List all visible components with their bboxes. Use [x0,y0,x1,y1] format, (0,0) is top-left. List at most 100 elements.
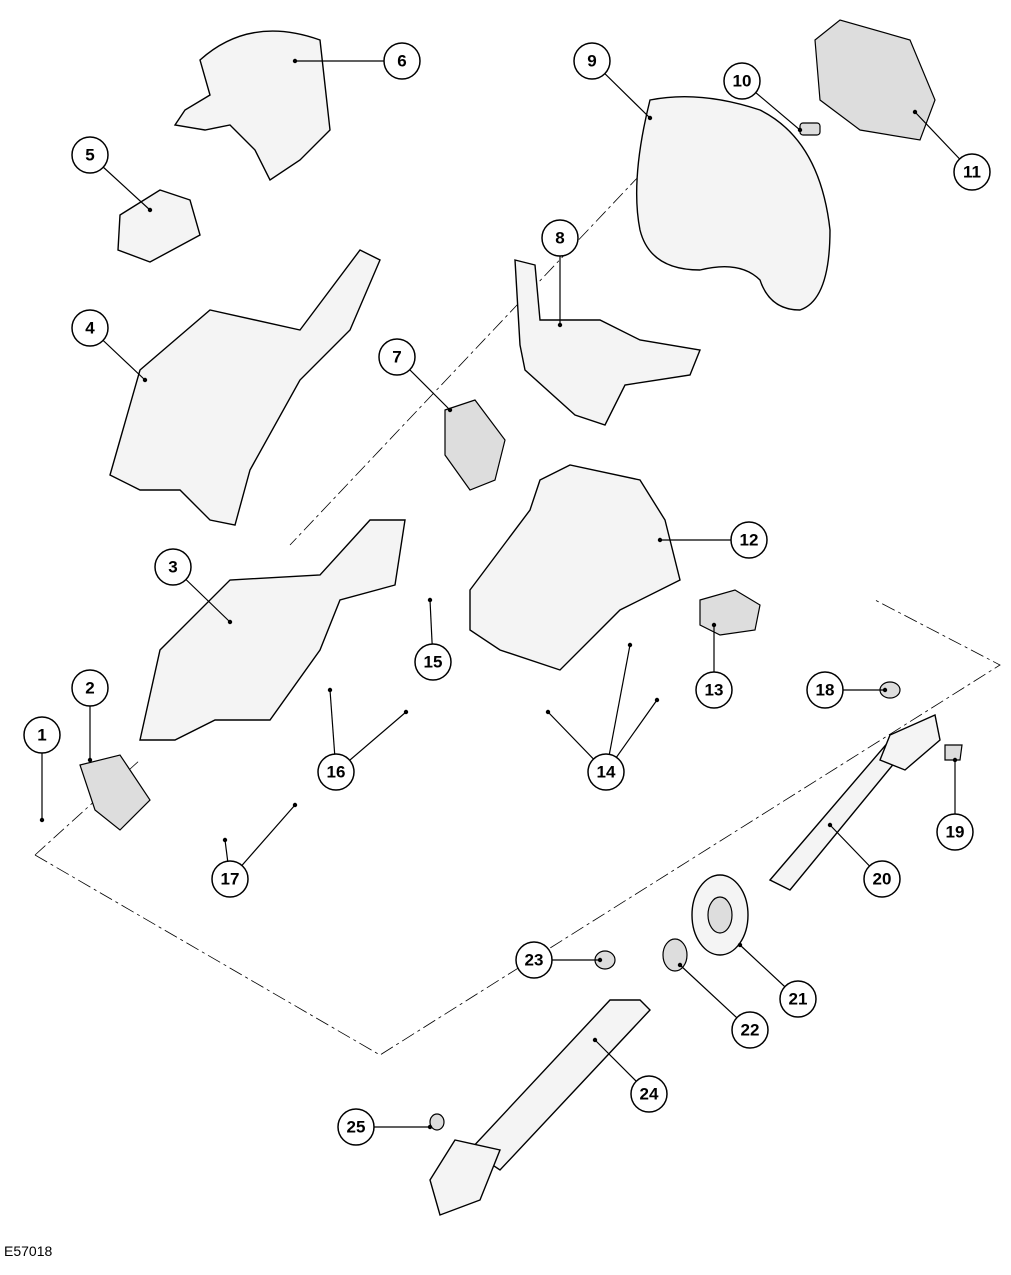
callout-22: 22 [731,1011,769,1049]
leader-dot [592,1037,598,1043]
leader-dot [597,957,603,963]
callout-9: 9 [573,42,611,80]
leader-dot [677,962,683,968]
part-ignition-switch [444,399,506,491]
callout-label: 13 [705,681,724,700]
part-shaft-upper-joint [879,714,941,771]
callout-17: 17 [211,860,249,898]
part-sensor-2 [79,754,151,831]
part-shroud-upper [173,30,331,182]
callout-13: 13 [695,671,733,709]
callout-1: 1 [23,716,61,754]
callout-label: 7 [392,348,401,367]
callout-24: 24 [630,1075,668,1113]
callout-label: 14 [597,763,616,782]
part-bolt-25 [429,1113,445,1131]
callout-6: 6 [383,42,421,80]
callout-7: 7 [378,338,416,376]
part-steering-wheel [635,95,831,311]
callout-label: 24 [640,1085,659,1104]
callout-label: 8 [555,229,564,248]
part-shaft-lower [468,999,651,1171]
leader-dot [711,622,717,628]
leader-dot [882,687,888,693]
leader-dot [403,709,409,715]
callout-4: 4 [71,309,109,347]
callout-label: 4 [85,319,95,338]
leader-dot [292,802,298,808]
leader-dot [222,837,228,843]
callout-21: 21 [779,980,817,1018]
callout-25: 25 [337,1108,375,1146]
callout-3: 3 [154,548,192,586]
callout-label: 25 [347,1118,366,1137]
callout-16: 16 [317,753,355,791]
callout-19: 19 [936,813,974,851]
callout-label: 3 [168,558,177,577]
callout-20: 20 [863,860,901,898]
part-shroud-small [117,189,201,263]
callout-label: 17 [221,870,240,889]
callout-8: 8 [541,219,579,257]
callout-5: 5 [71,136,109,174]
part-switch-13 [699,589,761,636]
leader-dot [292,58,298,64]
part-column-lower [139,519,406,741]
callout-label: 9 [587,52,596,71]
callout-label: 18 [816,681,835,700]
callout-label: 19 [946,823,965,842]
leader-dot [952,757,958,763]
callout-11: 11 [953,153,991,191]
callout-label: 5 [85,146,94,165]
leader-dot [87,757,93,763]
parts [79,19,963,1216]
callout-2: 2 [71,669,109,707]
leader-dot [447,407,453,413]
callout-15: 15 [414,643,452,681]
leader-dot [912,109,918,115]
callout-label: 2 [85,679,94,698]
part-switch-stalks [514,259,701,426]
leader-line [605,644,631,773]
callout-23: 23 [515,941,553,979]
part-bolt-10 [799,122,821,136]
leader-dot [545,709,551,715]
callout-14: 14 [587,753,625,791]
part-airbag [814,19,936,141]
callout-label: 23 [525,951,544,970]
leader-dot [142,377,148,383]
reference-code: E57018 [4,1243,53,1259]
leader-dot [427,1124,433,1130]
leader-dot [557,322,563,328]
callout-label: 21 [789,990,808,1009]
leader-dot [147,207,153,213]
part-universal-joint [429,1139,501,1216]
callout-label: 1 [37,726,46,745]
leader-dot [647,115,653,121]
callout-label: 22 [741,1021,760,1040]
callout-label: 10 [733,72,752,91]
leader-dot [654,697,660,703]
leader-dot [827,822,833,828]
callout-label: 11 [963,163,981,182]
callout-label: 20 [873,870,892,889]
part-clip-19 [944,744,963,761]
leader-dot [39,817,45,823]
callout-layer: 1234567891011121314151617181920212223242… [23,42,991,1146]
callout-18: 18 [806,671,844,709]
part-shroud-lower [469,464,681,671]
leader-dot [737,942,743,948]
callout-10: 10 [723,62,761,100]
leader-dot [427,597,433,603]
callout-label: 12 [740,531,759,550]
leader-dot [227,619,233,625]
leader-dot [657,537,663,543]
callout-12: 12 [730,521,768,559]
callout-label: 6 [397,52,406,71]
leader-dot [627,642,633,648]
leader-dot [327,687,333,693]
part-column-upper [109,249,381,526]
leader-dot [797,127,803,133]
part-seal [662,938,688,972]
